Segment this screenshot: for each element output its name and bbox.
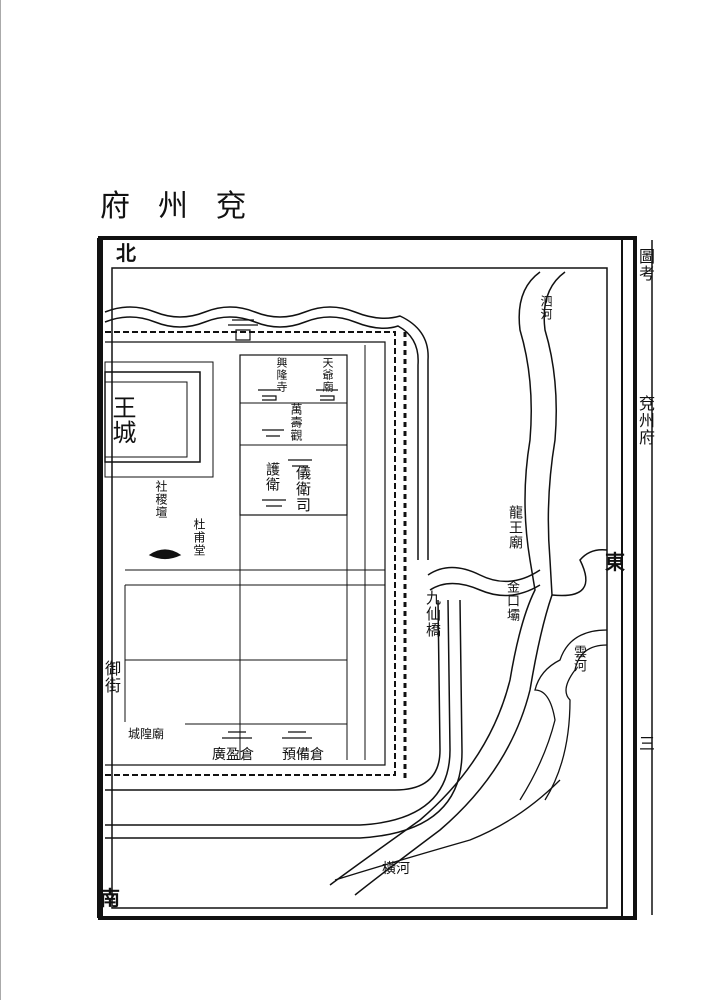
royal-city-label: 王城 <box>108 395 136 445</box>
map-frame <box>98 236 637 920</box>
building-icons <box>148 319 338 739</box>
north-label: 北 <box>116 241 136 265</box>
xinglong-temple-label: 興隆寺 <box>275 357 288 393</box>
si-river-label: 泗河 <box>539 295 553 321</box>
map-title: 府州兗 <box>100 189 274 224</box>
inner-frame <box>111 267 608 909</box>
chenghuang-temple-label: 城隍廟 <box>128 727 165 741</box>
si-river <box>329 271 541 886</box>
wanshou-guan-label: 萬壽觀 <box>289 403 303 442</box>
jinkou-dam-label: 金口壩 <box>504 580 519 622</box>
south-label: 南 <box>100 886 120 910</box>
city-wall <box>105 331 396 776</box>
guangying-granary-label: 廣盈倉 <box>212 747 254 763</box>
huwei-label: 護衛 <box>264 462 280 492</box>
moat <box>104 306 429 560</box>
margin-text-page: 三 <box>636 735 655 752</box>
yiwei-si-label: 儀衛司 <box>294 465 312 513</box>
tianye-temple-label: 天爺廟 <box>321 357 334 393</box>
longwang-temple-label: 龍王廟 <box>507 505 523 550</box>
sheji-altar-label: 社稷壇 <box>154 480 168 519</box>
jiuxian-bridge-label: 九仙橋 <box>424 590 442 638</box>
margin-text-top: 圖考 <box>636 248 655 282</box>
margin-text-middle: 兗州府 <box>636 395 655 446</box>
yubei-granary-label: 預備倉 <box>282 747 324 763</box>
dufu-hall-label: 杜甫堂 <box>192 518 206 557</box>
east-label: 東 <box>605 550 625 574</box>
yun-river-label: 雲河 <box>571 645 586 673</box>
yu-street-label: 御街 <box>102 660 121 694</box>
heng-river-label: 橫河 <box>382 861 410 877</box>
